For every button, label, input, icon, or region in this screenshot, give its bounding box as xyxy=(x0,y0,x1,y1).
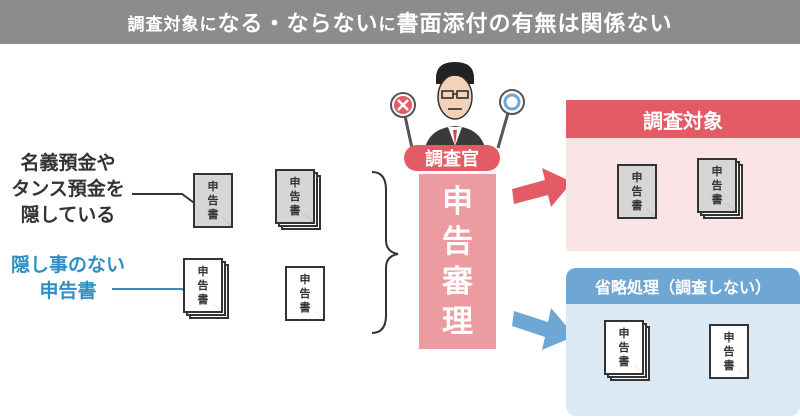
doc-char-3: 書 xyxy=(711,192,723,206)
title-banner: 調査対象に なる・ならない に 書面添付の有無は関係ない xyxy=(0,0,800,44)
doc-char-1: 申 xyxy=(723,330,735,344)
document-sheet: 申 告 書 xyxy=(709,324,749,379)
simplified-arrow xyxy=(512,308,575,350)
doc-char-3: 書 xyxy=(299,300,311,314)
hidden-label-line-2: タンス預金を xyxy=(11,178,125,200)
doc-char-1: 申 xyxy=(631,170,643,184)
honest-return-single: 申 告 書 xyxy=(285,266,330,326)
document-sheet: 申 告 書 xyxy=(183,258,223,313)
review-char-3: 審 xyxy=(442,263,473,300)
title-part-3: に xyxy=(378,14,397,35)
honest-label-line-2: 申告書 xyxy=(39,280,97,302)
doc-char-2: 告 xyxy=(618,340,630,354)
honest-return-stack: 申 告 書 xyxy=(183,258,229,319)
doc-char-1: 申 xyxy=(299,272,311,286)
document-sheet: 申 告 書 xyxy=(697,158,737,213)
honest-label-line-1: 隠し事のない xyxy=(10,254,125,276)
examiner-figure xyxy=(390,62,525,149)
audit-panel-header: 調査対象 xyxy=(566,100,800,138)
honest-return-label: 隠し事のない 申告書 xyxy=(2,252,134,304)
review-char-1: 申 xyxy=(442,183,473,220)
review-char-4: 理 xyxy=(442,303,473,340)
doc-char-2: 告 xyxy=(711,178,723,192)
simplified-return-stack: 申 告 書 xyxy=(604,320,650,381)
simplified-panel-header: 省略処理（調査しない） xyxy=(566,268,800,304)
doc-char-3: 書 xyxy=(197,292,209,306)
simplified-return-single: 申 告 書 xyxy=(709,324,754,384)
doc-char-3: 書 xyxy=(618,354,630,368)
hidden-label-line-3: 隠している xyxy=(20,204,116,226)
doc-char-3: 書 xyxy=(723,358,735,372)
document-sheet: 申 告 書 xyxy=(285,266,325,321)
doc-char-2: 告 xyxy=(631,184,643,198)
title-part-1: 調査対象に xyxy=(127,14,218,35)
doc-char-1: 申 xyxy=(711,164,723,178)
doc-char-3: 書 xyxy=(289,203,301,217)
tax-return-review-box: 申 告 審 理 xyxy=(419,174,496,349)
doc-char-1: 申 xyxy=(618,326,630,340)
doc-char-1: 申 xyxy=(197,264,209,278)
examiner-label: 調査官 xyxy=(404,145,500,171)
audit-return-single: 申 告 書 xyxy=(617,164,662,224)
doc-char-2: 告 xyxy=(289,189,301,203)
doc-char-3: 書 xyxy=(631,198,643,212)
doc-char-2: 告 xyxy=(197,278,209,292)
title-part-2: なる・ならない xyxy=(217,12,379,37)
hidden-return-single: 申 告 書 xyxy=(193,173,238,233)
document-sheet: 申 告 書 xyxy=(193,173,233,228)
hidden-leader-line xyxy=(132,193,198,206)
audit-return-stack: 申 告 書 xyxy=(697,158,743,219)
audit-panel xyxy=(566,138,800,251)
title-part-4: 書面添付の有無は関係ない xyxy=(396,12,673,37)
document-sheet: 申 告 書 xyxy=(617,164,657,219)
doc-char-2: 告 xyxy=(207,193,219,207)
audit-arrow xyxy=(512,168,572,207)
doc-char-2: 告 xyxy=(299,286,311,300)
doc-char-2: 告 xyxy=(723,344,735,358)
hidden-label-line-1: 名義預金や xyxy=(20,152,116,174)
hidden-assets-label: 名義預金や タンス預金を 隠している xyxy=(2,150,134,228)
document-sheet: 申 告 書 xyxy=(604,320,644,375)
hidden-return-stack: 申 告 書 xyxy=(275,169,321,230)
doc-char-3: 書 xyxy=(207,207,219,221)
review-char-2: 告 xyxy=(442,223,473,260)
doc-char-1: 申 xyxy=(289,175,301,189)
doc-char-1: 申 xyxy=(207,179,219,193)
grouping-brace xyxy=(371,171,399,334)
document-sheet: 申 告 書 xyxy=(275,169,315,224)
